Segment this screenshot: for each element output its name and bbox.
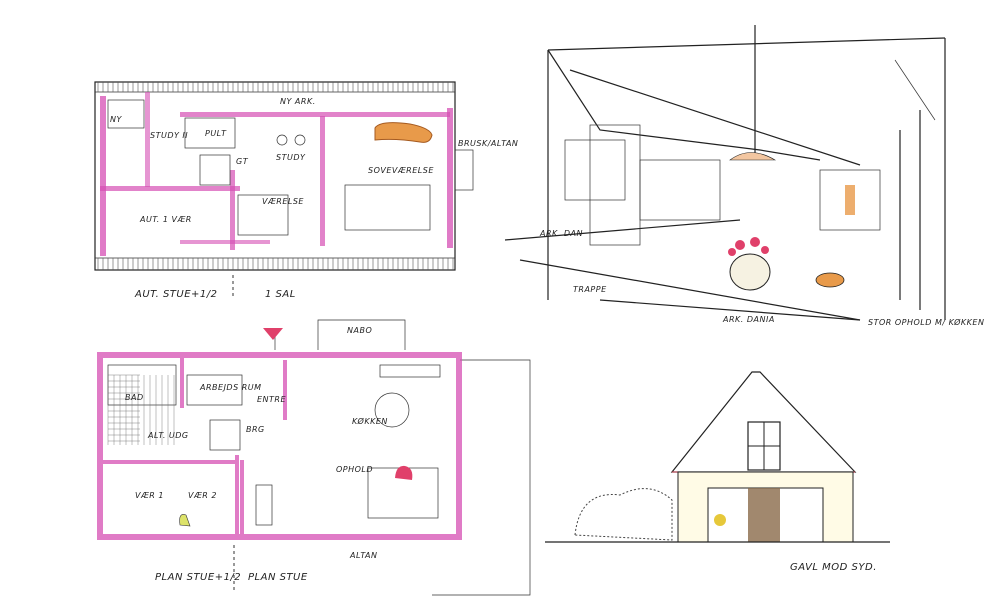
perspective-label: ARK. DANIA — [722, 315, 775, 324]
room-label: BRG — [246, 425, 265, 434]
perspective-label: ARK. DAN — [539, 229, 583, 238]
perspective-label: TRAPPE — [573, 285, 607, 294]
room-label: ALTAN — [349, 551, 378, 560]
ground-floor-plan: BAD ARBEJDS RUM ENTRE KØKKEN OPHOLD VÆR … — [97, 319, 531, 596]
room-label: ENTRE — [257, 395, 286, 404]
room-label: VÆR 1 — [135, 491, 164, 500]
interior-perspective — [504, 25, 946, 321]
room-label: SOVEVÆRELSE — [368, 166, 434, 175]
room-label: PULT — [205, 129, 227, 138]
room-label: ALT. UDG — [147, 431, 189, 440]
room-label: NY — [110, 115, 122, 124]
plan-caption: PLAN STUE+1/2 — [155, 572, 241, 583]
room-label: BRUSK/ALTAN — [458, 139, 518, 148]
room-label: BAD — [125, 393, 144, 402]
room-label: ARBEJDS RUM — [199, 383, 262, 392]
plan-caption: 1 SAL — [265, 289, 296, 300]
room-label: NY ARK. — [280, 97, 316, 106]
south-gable-elevation: GAVL MOD SYD. — [545, 371, 890, 573]
upper-floor-plan: /* hatch drawn below */ NY STUDY II PULT… — [94, 81, 518, 300]
elevation-caption: GAVL MOD SYD. — [790, 562, 877, 573]
room-label: OPHOLD — [336, 465, 373, 474]
room-label: AUT. 1 VÆR — [139, 215, 192, 224]
room-label: VÆR 2 — [188, 491, 217, 500]
room-label: STUDY II — [150, 131, 188, 140]
room-label: KØKKEN — [352, 416, 388, 426]
plan-caption: PLAN STUE — [248, 572, 308, 583]
plan-caption: AUT. STUE+1/2 — [134, 289, 218, 300]
perspective-label: STOR OPHOLD M/ KØKKEN — [868, 317, 984, 327]
room-label: GT — [236, 157, 249, 166]
room-label: NABO — [347, 326, 372, 335]
room-label: STUDY — [276, 153, 306, 162]
room-label: VÆRELSE — [262, 197, 304, 206]
